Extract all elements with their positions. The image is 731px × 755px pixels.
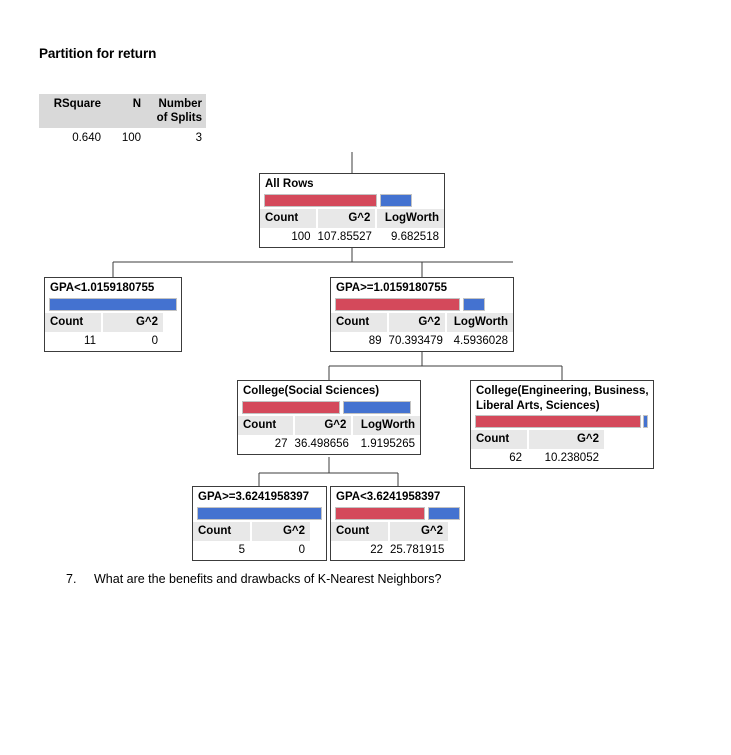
- node-stats-header: Count G^2 LogWorth: [238, 415, 420, 435]
- bar-segment-blue: [463, 297, 485, 311]
- rsquare-summary-table: RSquare N Number of Splits 0.640 100 3: [39, 94, 206, 147]
- stats-header-count: Count: [238, 415, 293, 435]
- bar-segment-blue: [380, 193, 412, 207]
- bar-segment-blue: [643, 415, 648, 428]
- stats-header-g2: G^2: [390, 521, 448, 541]
- node-stats-values: 100 107.85527 9.682518: [260, 227, 444, 247]
- stats-header-g2: G^2: [294, 415, 352, 435]
- node-title: GPA<3.6241958397: [336, 491, 441, 503]
- stats-value-count: 100: [260, 227, 316, 247]
- node-proportion-bar: [242, 400, 416, 414]
- tree-node-college-social-sciences[interactable]: College(Social Sciences) Count G^2 LogWo…: [237, 380, 421, 455]
- bar-segment-red: [264, 193, 377, 207]
- node-proportion-bar: [335, 506, 460, 520]
- tree-node-college-engineering-business[interactable]: College(Engineering, Business, Liberal A…: [470, 380, 654, 469]
- stats-header-count: Count: [260, 208, 316, 228]
- stats-value-count: 62: [471, 449, 527, 468]
- stats-header-g2: G^2: [529, 430, 604, 449]
- stats-value-g2: 10.238052: [529, 449, 604, 468]
- bar-segment-blue: [197, 506, 322, 520]
- stats-header-count: Count: [331, 521, 388, 541]
- bar-segment-red: [242, 400, 340, 414]
- bar-segment-blue: [49, 297, 177, 311]
- stats-header-count: Count: [45, 312, 101, 332]
- tree-node-gpa-ge-3624[interactable]: GPA>=3.6241958397 Count G^2 5 0: [192, 486, 327, 561]
- node-title: All Rows: [265, 178, 314, 190]
- stats-header-logworth: LogWorth: [447, 312, 513, 332]
- stats-value-g2: 0: [252, 540, 310, 560]
- node-proportion-bar: [49, 297, 177, 311]
- question-text: What are the benefits and drawbacks of K…: [94, 572, 442, 586]
- stats-value-g2: 107.85527: [317, 227, 376, 247]
- question-item: 7. What are the benefits and drawbacks o…: [66, 570, 441, 588]
- bar-segment-red: [335, 297, 460, 311]
- summary-value-n: 100: [121, 132, 141, 144]
- stats-value-count: 27: [238, 434, 293, 454]
- summary-value-splits: 3: [195, 132, 202, 144]
- node-stats-header: Count G^2: [45, 312, 181, 332]
- stats-value-g2: 36.498656: [294, 434, 352, 454]
- node-stats-values: 5 0: [193, 540, 326, 560]
- stats-header-g2: G^2: [103, 312, 163, 332]
- node-stats-header: Count G^2: [471, 430, 653, 449]
- summary-header-splits: Number of Splits: [145, 94, 206, 128]
- stats-header-count: Count: [471, 430, 527, 449]
- stats-value-logworth: 1.9195265: [353, 434, 420, 454]
- node-title: College(Social Sciences): [243, 385, 380, 397]
- node-stats-values: 27 36.498656 1.9195265: [238, 434, 420, 454]
- node-proportion-bar: [197, 506, 322, 520]
- node-title: College(Engineering, Business, Liberal A…: [476, 385, 649, 412]
- page-title: Partition for return: [39, 46, 157, 61]
- stats-value-count: 89: [331, 331, 387, 351]
- node-proportion-bar: [264, 193, 440, 207]
- question-number: 7.: [66, 572, 77, 586]
- stats-value-logworth: 9.682518: [377, 227, 444, 247]
- node-stats-values: 89 70.393479 4.5936028: [331, 331, 513, 351]
- stats-header-g2: G^2: [317, 208, 376, 228]
- summary-header-splits-line1: Number: [158, 98, 202, 110]
- node-stats-values: 22 25.781915: [331, 540, 464, 560]
- stats-value-g2: 0: [103, 331, 163, 351]
- stats-value-logworth: 4.5936028: [447, 331, 513, 351]
- node-stats-header: Count G^2 LogWorth: [331, 312, 513, 332]
- node-title: GPA<1.0159180755: [50, 282, 155, 294]
- tree-node-gpa-ge-1015[interactable]: GPA>=1.0159180755 Count G^2 LogWorth 89 …: [330, 277, 514, 352]
- tree-node-gpa-lt-3624[interactable]: GPA<3.6241958397 Count G^2 22 25.781915: [330, 486, 465, 561]
- node-proportion-bar: [475, 415, 649, 428]
- node-stats-values: 11 0: [45, 331, 181, 351]
- summary-header-row: RSquare N Number of Splits: [39, 94, 206, 128]
- stats-value-g2: 70.393479: [388, 331, 446, 351]
- bar-segment-red: [475, 415, 641, 428]
- node-stats-header: Count G^2: [193, 521, 326, 541]
- node-stats-values: 62 10.238052: [471, 449, 653, 468]
- summary-value-rsquare: 0.640: [72, 132, 101, 144]
- summary-value-row: 0.640 100 3: [39, 128, 206, 147]
- node-title: GPA>=1.0159180755: [336, 282, 448, 294]
- node-stats-header: Count G^2 LogWorth: [260, 208, 444, 228]
- stats-header-logworth: LogWorth: [377, 208, 444, 228]
- node-title: GPA>=3.6241958397: [198, 491, 310, 503]
- node-stats-header: Count G^2: [331, 521, 464, 541]
- node-proportion-bar: [335, 297, 509, 311]
- stats-value-count: 11: [45, 331, 101, 351]
- tree-node-all-rows[interactable]: All Rows Count G^2 LogWorth 100 107.8552…: [259, 173, 445, 248]
- stats-value-count: 5: [193, 540, 250, 560]
- partition-tree: All Rows Count G^2 LogWorth 100 107.8552…: [44, 152, 654, 561]
- stats-header-g2: G^2: [388, 312, 446, 332]
- summary-header-n: N: [132, 98, 141, 110]
- bar-segment-red: [335, 506, 425, 520]
- stats-header-count: Count: [331, 312, 387, 332]
- summary-header-splits-line2: of Splits: [156, 112, 202, 124]
- bar-segment-blue: [343, 400, 411, 414]
- stats-header-g2: G^2: [252, 521, 310, 541]
- summary-header-rsquare: RSquare: [53, 98, 101, 110]
- stats-header-logworth: LogWorth: [353, 415, 420, 435]
- bar-segment-blue: [427, 506, 460, 520]
- stats-header-count: Count: [193, 521, 250, 541]
- stats-value-count: 22: [331, 540, 388, 560]
- stats-value-g2: 25.781915: [390, 540, 448, 560]
- tree-node-gpa-lt-1015[interactable]: GPA<1.0159180755 Count G^2 11 0: [44, 277, 182, 352]
